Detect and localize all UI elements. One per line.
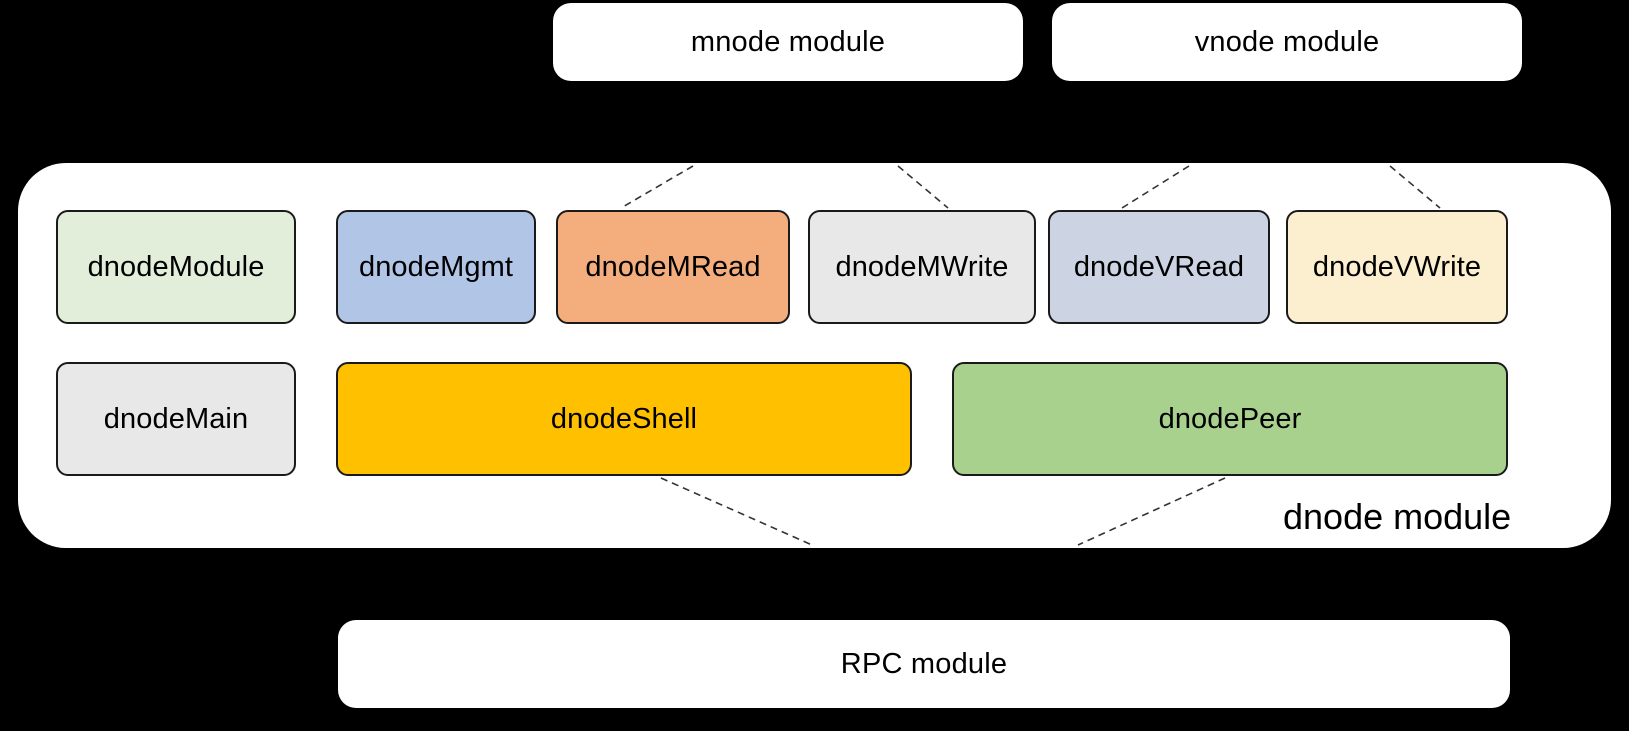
dnode-module-label: dnode module	[1283, 496, 1512, 537]
dnode-shell-node-label: dnodeShell	[550, 402, 698, 435]
mnode-module-box-label: mnode module	[690, 25, 886, 58]
dnode-vread-node-label: dnodeVRead	[1073, 250, 1245, 283]
dnode-mwrite-node[interactable]: dnodeMWrite	[808, 210, 1036, 324]
dnode-shell-node[interactable]: dnodeShell	[336, 362, 912, 476]
dnode-mgmt-node-label: dnodeMgmt	[358, 250, 514, 283]
rpc-module-box[interactable]: RPC module	[338, 620, 1510, 708]
vnode-module-box[interactable]: vnode module	[1052, 3, 1522, 81]
dnode-vread-node[interactable]: dnodeVRead	[1048, 210, 1270, 324]
dnode-module-node-label: dnodeModule	[87, 250, 265, 283]
vnode-module-box-label: vnode module	[1194, 25, 1380, 58]
dnode-mread-node-label: dnodeMRead	[585, 250, 761, 283]
mnode-module-box[interactable]: mnode module	[553, 3, 1023, 81]
dnode-mread-node[interactable]: dnodeMRead	[556, 210, 790, 324]
dnode-vwrite-node[interactable]: dnodeVWrite	[1286, 210, 1508, 324]
dnode-mgmt-node[interactable]: dnodeMgmt	[336, 210, 536, 324]
dnode-module-node[interactable]: dnodeModule	[56, 210, 296, 324]
rpc-module-box-label: RPC module	[840, 647, 1008, 680]
dnode-mwrite-node-label: dnodeMWrite	[835, 250, 1009, 283]
dnode-peer-node-label: dnodePeer	[1158, 402, 1302, 435]
dnode-main-node-label: dnodeMain	[103, 402, 249, 435]
dnode-main-node[interactable]: dnodeMain	[56, 362, 296, 476]
dnode-peer-node[interactable]: dnodePeer	[952, 362, 1508, 476]
dnode-vwrite-node-label: dnodeVWrite	[1312, 250, 1482, 283]
